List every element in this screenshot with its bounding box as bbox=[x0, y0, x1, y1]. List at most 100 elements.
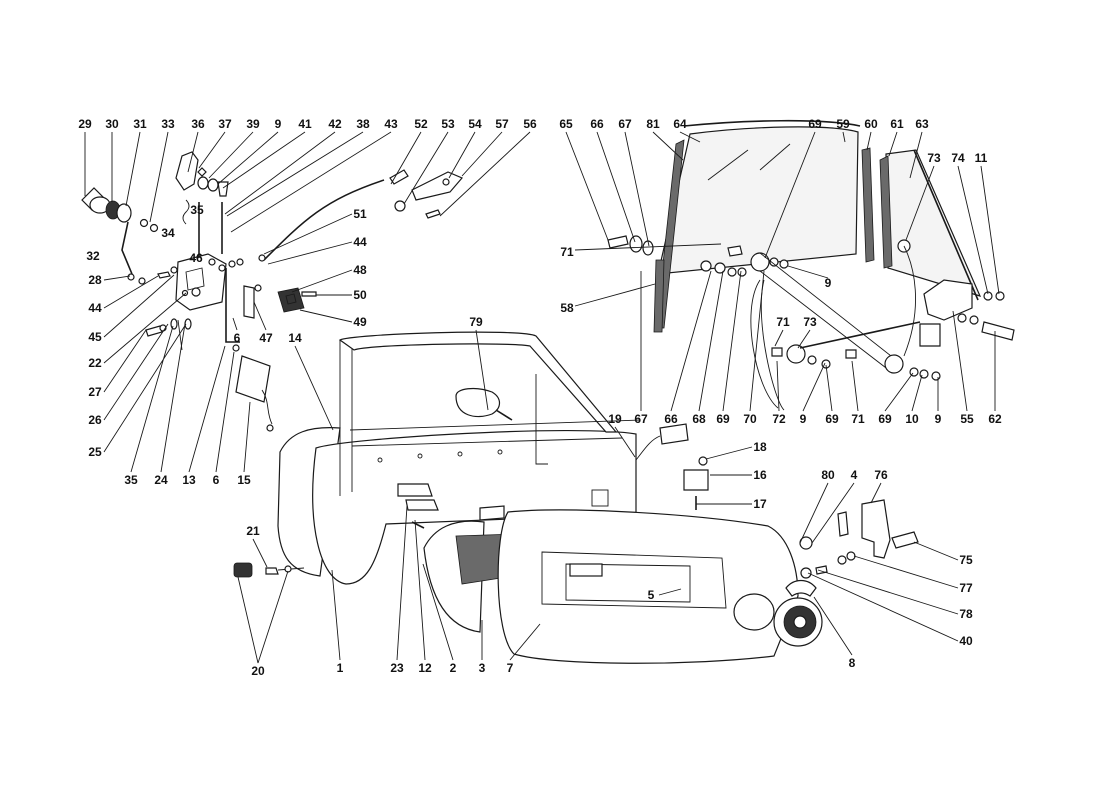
callout-number: 33 bbox=[161, 117, 175, 131]
callout-number: 25 bbox=[88, 445, 102, 459]
callout-number: 44 bbox=[88, 301, 102, 315]
callout-number: 72 bbox=[772, 412, 786, 426]
callout-number: 6 bbox=[234, 331, 241, 345]
callout-number: 23 bbox=[390, 661, 404, 675]
control-unit bbox=[235, 355, 274, 432]
callout-number: 47 bbox=[259, 331, 273, 345]
callout-number: 69 bbox=[878, 412, 892, 426]
callout-number: 31 bbox=[133, 117, 147, 131]
door-shell bbox=[277, 331, 641, 585]
callout-number: 41 bbox=[298, 117, 312, 131]
callout-number: 69 bbox=[716, 412, 730, 426]
callout-number: 81 bbox=[646, 117, 660, 131]
callout-number: 66 bbox=[590, 117, 604, 131]
callout-number: 9 bbox=[935, 412, 942, 426]
callout-number: 77 bbox=[959, 581, 973, 595]
callout-number: 64 bbox=[673, 117, 687, 131]
door-wiring bbox=[635, 423, 689, 461]
callout-number: 32 bbox=[86, 249, 100, 263]
callout-number: 59 bbox=[836, 117, 850, 131]
door-lock bbox=[157, 253, 244, 311]
callout-number: 38 bbox=[356, 117, 370, 131]
lock-cylinder bbox=[81, 187, 159, 285]
callout-number: 36 bbox=[191, 117, 205, 131]
callout-number: 14 bbox=[288, 331, 302, 345]
callout-number: 44 bbox=[353, 235, 367, 249]
callout-number: 79 bbox=[469, 315, 483, 329]
handle-bracket bbox=[394, 171, 463, 219]
door-mirror bbox=[455, 387, 513, 421]
callout-number: 61 bbox=[890, 117, 904, 131]
window-glass bbox=[653, 119, 875, 333]
callout-number: 75 bbox=[959, 553, 973, 567]
callout-number: 58 bbox=[560, 301, 574, 315]
callout-number: 70 bbox=[743, 412, 757, 426]
callout-number: 46 bbox=[189, 251, 203, 265]
callout-number: 68 bbox=[692, 412, 706, 426]
callout-number: 10 bbox=[905, 412, 919, 426]
callout-number: 67 bbox=[618, 117, 632, 131]
callout-number: 8 bbox=[849, 656, 856, 670]
callout-number: 40 bbox=[959, 634, 973, 648]
callout-number: 54 bbox=[468, 117, 482, 131]
callout-number: 35 bbox=[124, 473, 138, 487]
callout-number: 49 bbox=[353, 315, 367, 329]
callout-number: 9 bbox=[800, 412, 807, 426]
interior-handle bbox=[799, 499, 919, 579]
callout-number: 4 bbox=[851, 468, 858, 482]
callout-number: 30 bbox=[105, 117, 119, 131]
callout-number: 80 bbox=[821, 468, 835, 482]
callout-number: 73 bbox=[803, 315, 817, 329]
callout-number: 24 bbox=[154, 473, 168, 487]
callout-number: 35 bbox=[190, 203, 204, 217]
callout-number: 5 bbox=[648, 588, 655, 602]
callout-number: 6 bbox=[213, 473, 220, 487]
callout-number: 17 bbox=[753, 497, 767, 511]
callout-number: 56 bbox=[523, 117, 537, 131]
callout-number: 18 bbox=[753, 440, 767, 454]
panel-clip bbox=[683, 456, 709, 510]
callout-number: 57 bbox=[495, 117, 509, 131]
callout-number: 9 bbox=[275, 117, 282, 131]
callout-number: 42 bbox=[328, 117, 342, 131]
callout-number: 9 bbox=[825, 276, 832, 290]
callout-number: 63 bbox=[915, 117, 929, 131]
window-crank bbox=[773, 579, 823, 647]
callout-number: 39 bbox=[246, 117, 260, 131]
callout-number: 48 bbox=[353, 263, 367, 277]
callout-number: 43 bbox=[384, 117, 398, 131]
callout-number: 27 bbox=[88, 385, 102, 399]
callout-number: 55 bbox=[960, 412, 974, 426]
armrest bbox=[397, 483, 439, 529]
callout-number: 28 bbox=[88, 273, 102, 287]
callout-number: 52 bbox=[414, 117, 428, 131]
callout-number: 34 bbox=[161, 226, 175, 240]
callout-number: 65 bbox=[559, 117, 573, 131]
callout-number: 11 bbox=[975, 151, 988, 165]
callout-number: 50 bbox=[353, 288, 367, 302]
callout-number: 2 bbox=[450, 661, 457, 675]
callout-number: 67 bbox=[634, 412, 648, 426]
window-regulator bbox=[607, 235, 1015, 411]
drawing bbox=[81, 119, 1015, 664]
leader-lines bbox=[84, 131, 1000, 664]
callout-number: 78 bbox=[959, 607, 973, 621]
lock-linkage bbox=[175, 151, 409, 352]
callout-number: 66 bbox=[664, 412, 678, 426]
callout-number: 16 bbox=[753, 468, 767, 482]
callout-number: 71 bbox=[776, 315, 790, 329]
door-striker bbox=[277, 287, 317, 313]
callout-number: 13 bbox=[182, 473, 196, 487]
callout-number: 69 bbox=[825, 412, 839, 426]
callout-number: 1 bbox=[337, 661, 344, 675]
callout-number: 20 bbox=[251, 664, 265, 678]
callout-number: 74 bbox=[951, 151, 965, 165]
callout-number: 62 bbox=[988, 412, 1002, 426]
callout-number: 71 bbox=[560, 245, 574, 259]
callout-number: 71 bbox=[851, 412, 865, 426]
callout-number: 26 bbox=[88, 413, 102, 427]
callout-number: 45 bbox=[88, 330, 102, 344]
callout-number: 29 bbox=[78, 117, 92, 131]
